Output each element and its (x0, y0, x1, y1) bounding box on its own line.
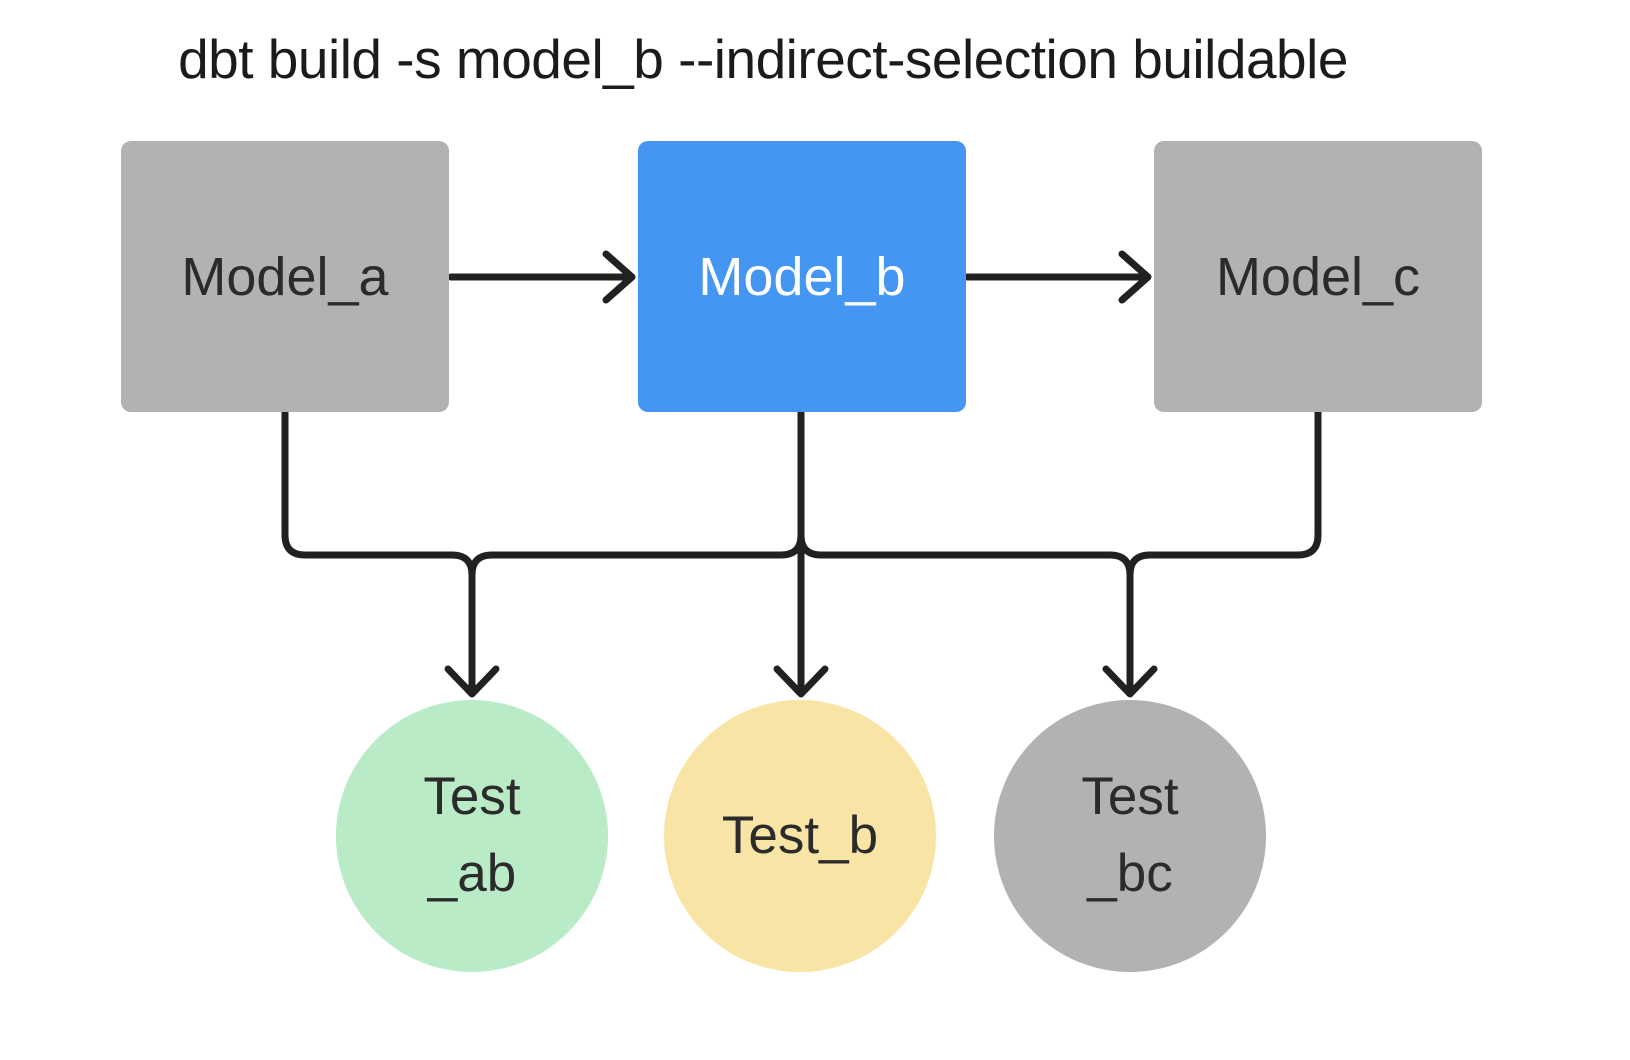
arrowhead-model_b-model_c (1118, 250, 1152, 304)
node-test-bc-label-line2: _bc (1087, 844, 1173, 903)
arrowhead-test_b (773, 665, 829, 698)
node-model-b-selected: Model_b (638, 141, 966, 412)
diagram-title: dbt build -s model_b --indirect-selectio… (178, 28, 1348, 90)
node-test-bc: Test _bc (994, 700, 1266, 972)
edge-model_a-test_ab (281, 408, 476, 696)
edge-model_b-test_bc (797, 408, 1134, 696)
node-test-ab: Test _ab (336, 700, 608, 972)
node-test-bc-label-line1: Test (1081, 767, 1179, 827)
node-model-b-label: Model_b (698, 246, 906, 307)
arrowhead-test_ab (444, 665, 500, 698)
node-test-ab-label-line2: _ab (427, 844, 517, 903)
node-test-b-label: Test_b (721, 805, 879, 865)
node-model-c: Model_c (1154, 141, 1482, 412)
node-model-a: Model_a (121, 141, 449, 412)
arrowhead-model_a-model_b (602, 250, 636, 304)
arrowhead-test_bc (1102, 665, 1158, 698)
node-test-ab-label-line1: Test (423, 767, 521, 827)
node-model-a-label: Model_a (181, 246, 389, 307)
edge-model_c-test_bc (1126, 408, 1322, 696)
node-model-c-label: Model_c (1215, 246, 1421, 307)
node-test-b: Test_b (664, 700, 936, 972)
edge-model_b-test_ab (468, 408, 805, 696)
